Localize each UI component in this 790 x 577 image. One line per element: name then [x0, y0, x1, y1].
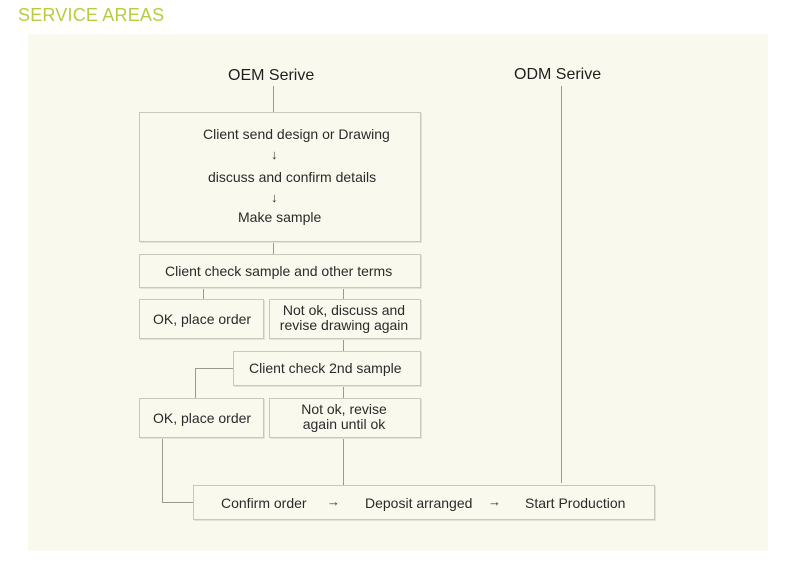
connector-step3-notok2 [343, 385, 344, 398]
final-box [193, 485, 655, 520]
start-production-label: Start Production [525, 495, 626, 511]
not-ok-2-line1: Not ok, revise [301, 401, 387, 417]
not-ok-2-box [269, 398, 421, 438]
deposit-arranged-label: Deposit arranged [365, 495, 473, 511]
not-ok-1-line2: revise drawing again [279, 317, 409, 333]
step1-box [139, 112, 421, 242]
step1-line2: discuss and confirm details [208, 169, 377, 185]
connector-notok2-final [343, 437, 344, 485]
connector-ok2-down [162, 437, 163, 502]
page-title: SERVICE AREAS [18, 5, 165, 25]
oem-header: OEM Serive [228, 67, 315, 84]
down-arrow-icon: ↓ [271, 147, 278, 162]
step2-box [139, 254, 421, 288]
connector-notok1-step3 [343, 338, 344, 351]
ok-place-order-1-box [139, 299, 264, 339]
not-ok-2-line2: again until ok [302, 416, 386, 432]
confirm-order-label: Confirm order [221, 495, 307, 511]
right-arrow-icon: → [327, 494, 340, 509]
step1-line1: Client send design or Drawing [203, 126, 390, 142]
connector-step2-notok1 [343, 287, 344, 299]
not-ok-1-line1: Not ok, discuss and [282, 302, 406, 318]
connector-step2-ok1 [203, 287, 204, 299]
right-arrow-icon: → [488, 494, 501, 509]
ok-place-order-2-box [139, 398, 264, 438]
connector-step1-step2 [273, 241, 274, 254]
step1-line3: Make sample [238, 209, 322, 225]
ok-place-order-1-label: OK, place order [153, 311, 252, 327]
odm-header: ODM Serive [514, 66, 602, 83]
down-arrow-icon: ↓ [271, 190, 278, 205]
step3-label: Client check 2nd sample [249, 360, 402, 376]
connector-ok2-right [162, 502, 193, 503]
odm-connector [561, 86, 562, 483]
not-ok-1-box [269, 299, 421, 339]
connector-step3-left-v [195, 368, 196, 398]
ok-place-order-2-label: OK, place order [153, 410, 252, 426]
step2-label: Client check sample and other terms [165, 263, 393, 279]
connector-step3-left-h [195, 368, 233, 369]
step3-box [233, 351, 421, 386]
oem-connector-top [273, 86, 274, 112]
